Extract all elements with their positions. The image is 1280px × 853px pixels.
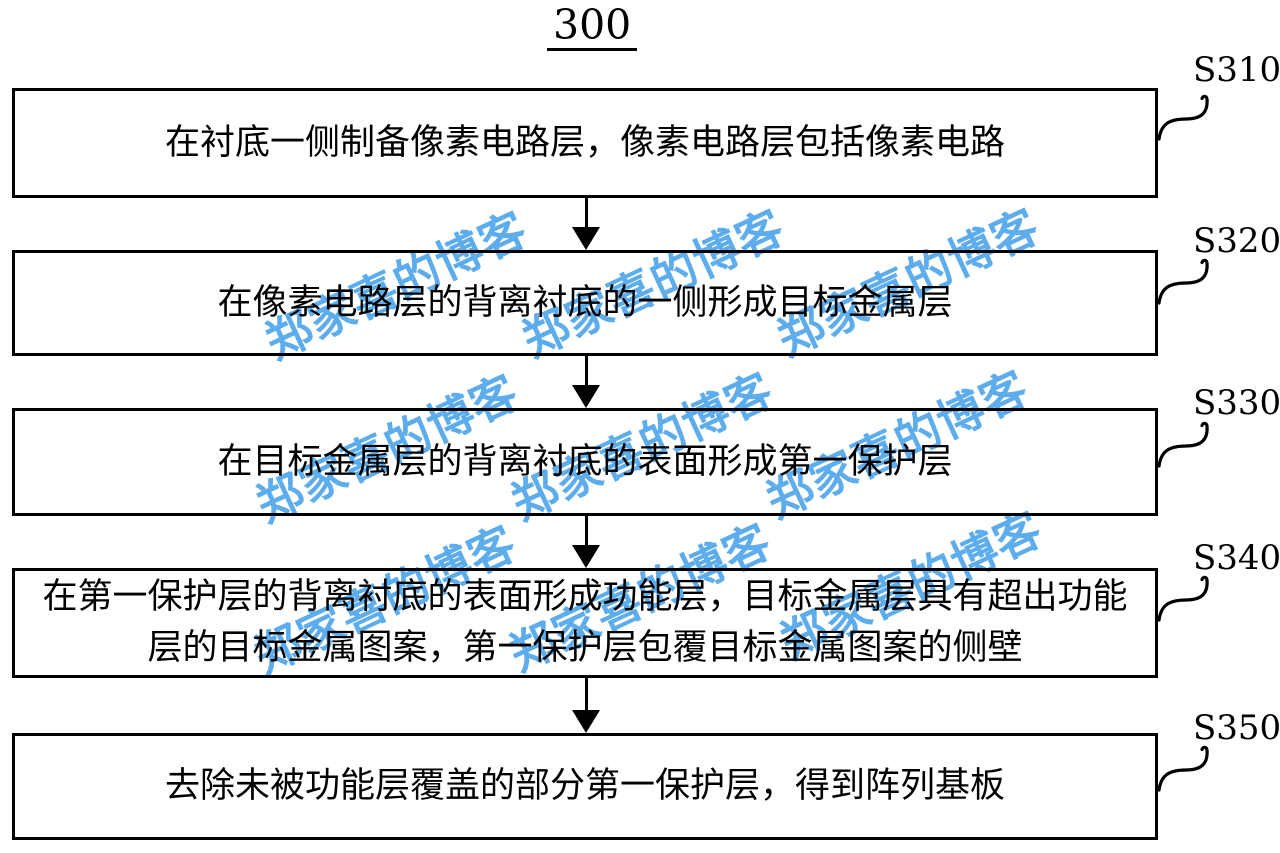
figure-number: 300 [547, 3, 638, 52]
step-text-s320: 在像素电路层的背离衬底的一侧形成目标金属层 [217, 282, 953, 323]
arrow-head-icon [572, 710, 600, 733]
arrow-line-2 [585, 356, 588, 388]
leader-curve-icon [1157, 575, 1209, 622]
arrow-line-3 [585, 516, 588, 548]
step-box-s310: 在衬底一侧制备像素电路层，像素电路层包括像素电路 [12, 88, 1158, 198]
step-text-s340: 在第一保护层的背离衬底的表面形成功能层，目标金属层具有超出功能层的目标金属图案，… [42, 577, 1128, 668]
arrow-line-1 [585, 198, 588, 230]
step-label-s310: S310 [1193, 50, 1280, 90]
step-label-s330: S330 [1193, 383, 1280, 423]
arrow-head-icon [572, 385, 600, 408]
step-label-s340: S340 [1193, 538, 1280, 578]
leader-curve-icon [1157, 94, 1209, 141]
leader-curve-icon [1157, 745, 1209, 792]
step-text-s350: 去除未被功能层覆盖的部分第一保护层，得到阵列基板 [164, 766, 1005, 807]
step-box-s350: 去除未被功能层覆盖的部分第一保护层，得到阵列基板 [12, 733, 1158, 840]
step-box-s330: 在目标金属层的背离衬底的表面形成第一保护层 [12, 408, 1158, 516]
step-label-s350: S350 [1193, 708, 1280, 748]
step-text-s310: 在衬底一侧制备像素电路层，像素电路层包括像素电路 [164, 122, 1005, 163]
arrow-head-icon [572, 545, 600, 568]
leader-curve-icon [1157, 258, 1209, 305]
step-label-s320: S320 [1193, 221, 1280, 261]
step-box-s320: 在像素电路层的背离衬底的一侧形成目标金属层 [12, 250, 1158, 356]
leader-curve-icon [1157, 421, 1209, 468]
step-box-s340: 在第一保护层的背离衬底的表面形成功能层，目标金属层具有超出功能层的目标金属图案，… [12, 568, 1158, 678]
step-text-s330: 在目标金属层的背离衬底的表面形成第一保护层 [217, 441, 953, 482]
arrow-head-icon [572, 227, 600, 250]
arrow-line-4 [585, 678, 588, 713]
